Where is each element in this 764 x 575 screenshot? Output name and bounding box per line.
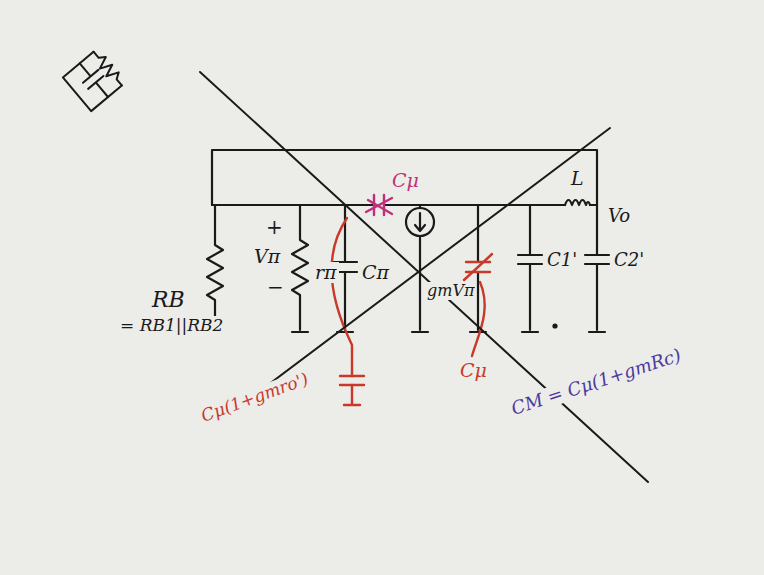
circuit-label: Cπ — [360, 262, 391, 283]
circuit-label: Vo — [606, 206, 632, 226]
circuit-label: RB — [150, 288, 187, 312]
miller-capacitor — [332, 218, 364, 405]
circuit-label: rπ — [313, 262, 339, 283]
circuit-label: C1' — [545, 250, 579, 270]
circuit-label: − — [265, 276, 286, 298]
circuit-label: Vπ — [252, 246, 282, 267]
rc-doodle — [63, 48, 127, 111]
circuit-label: Cμ — [458, 360, 489, 381]
red-capacitor — [464, 254, 492, 356]
circuit-label: gmVπ — [425, 282, 476, 300]
cmu-capacitor — [366, 195, 392, 215]
cross-out-lines — [200, 72, 648, 482]
wires — [207, 150, 609, 332]
circuit-label: + — [264, 216, 285, 238]
circuit-label: = RB1||RB2 — [118, 316, 225, 335]
circuit-label: L — [569, 168, 586, 189]
circuit-label: Cμ — [390, 170, 421, 191]
circuit-label: C2' — [612, 250, 646, 270]
